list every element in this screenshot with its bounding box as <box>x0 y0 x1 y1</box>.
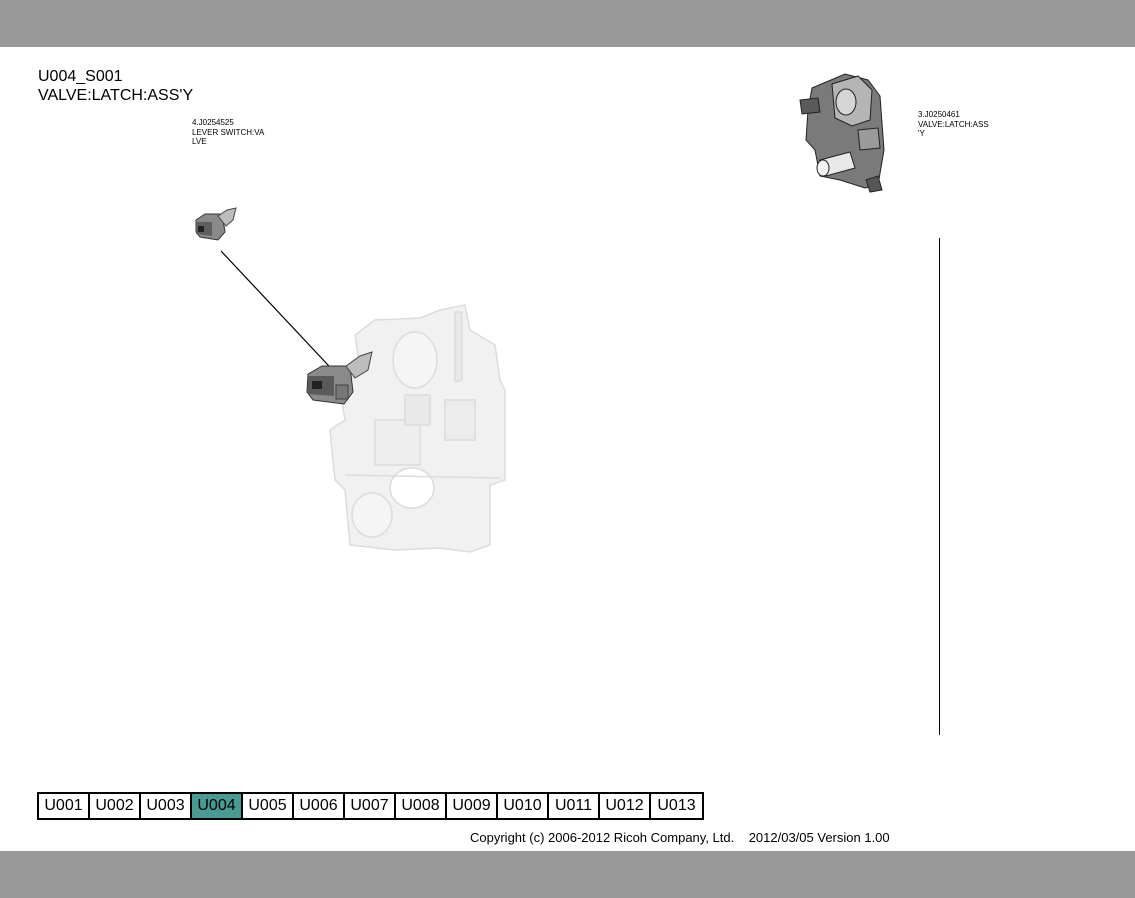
tab-u009[interactable]: U009 <box>447 794 498 818</box>
callout-valve-latch: 3.J0250461 VALVE:LATCH:ASS 'Y <box>918 110 989 139</box>
tab-u011[interactable]: U011 <box>549 794 600 818</box>
tab-u003[interactable]: U003 <box>141 794 192 818</box>
tab-u010[interactable]: U010 <box>498 794 549 818</box>
version-text: 2012/03/05 Version 1.00 <box>748 830 890 845</box>
callout-lever-switch-desc: LEVER SWITCH:VA <box>192 127 265 137</box>
callout-lever-switch-part: 4.J0254525 <box>192 118 234 127</box>
tab-u012[interactable]: U012 <box>600 794 651 818</box>
vertical-divider <box>939 238 940 735</box>
page-title-name: VALVE:LATCH:ASS'Y <box>38 87 194 104</box>
callout-valve-latch-part: 3.J0250461 <box>918 110 960 119</box>
callout-lever-switch-desc-cont: LVE <box>192 137 207 146</box>
top-gray-bar <box>0 0 1135 47</box>
page-title: U004_S001 VALVE:LATCH:ASS'Y <box>38 67 193 105</box>
callout-lever-switch: 4.J0254525 LEVER SWITCH:VA LVE <box>192 118 264 147</box>
tab-u002[interactable]: U002 <box>90 794 141 818</box>
tab-u004[interactable]: U004 <box>192 794 243 818</box>
tab-u006[interactable]: U006 <box>294 794 345 818</box>
leader-line <box>220 250 344 382</box>
page-title-code: U004_S001 <box>38 68 123 85</box>
assembly-thumbnail <box>799 73 885 193</box>
lever-switch-small <box>195 207 237 241</box>
callout-valve-latch-desc: VALVE:LATCH:ASS <box>918 119 989 129</box>
tab-u013[interactable]: U013 <box>651 794 702 818</box>
tab-u005[interactable]: U005 <box>243 794 294 818</box>
bottom-gray-bar <box>0 851 1135 898</box>
unit-tab-bar: U001 U002 U003 U004 U005 U006 U007 U008 … <box>37 792 704 820</box>
tab-u008[interactable]: U008 <box>396 794 447 818</box>
copyright-text: Copyright (c) 2006-2012 Ricoh Company, L… <box>470 830 735 845</box>
callout-valve-latch-desc-cont: 'Y <box>918 129 925 138</box>
tab-u001[interactable]: U001 <box>39 794 90 818</box>
tab-u007[interactable]: U007 <box>345 794 396 818</box>
lever-switch-installed <box>306 351 373 405</box>
ghost-assembly <box>329 304 506 553</box>
footer-copyright: Copyright (c) 2006-2012 Ricoh Company, L… <box>470 830 890 846</box>
